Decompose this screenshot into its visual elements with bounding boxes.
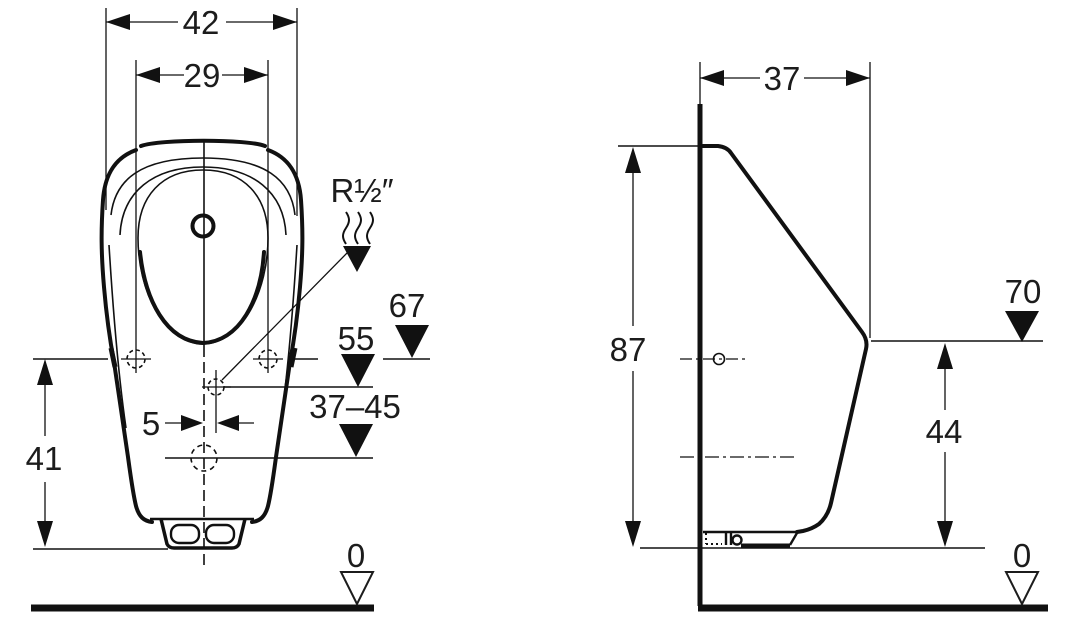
zero-level-icon <box>1004 571 1040 607</box>
level-70-label: 70 <box>1005 273 1042 310</box>
level-67-label: 67 <box>389 287 426 324</box>
dim-87-label: 87 <box>610 331 647 368</box>
fixing-point-left <box>121 349 151 369</box>
dim-inlet-offset: 5 <box>142 405 254 442</box>
level-front-rim: 70 <box>871 273 1043 342</box>
floor-level-front: 0 <box>31 537 375 612</box>
dim-fixing-to-bottom: 41 <box>26 359 168 550</box>
level-0-side-label: 0 <box>1013 537 1031 574</box>
level-37-45-label: 37–45 <box>309 388 401 425</box>
fixing-point-side <box>680 352 745 366</box>
dim-37-label: 37 <box>764 60 801 97</box>
urinal-body-side <box>701 144 869 549</box>
dim-width-overall: 42 <box>106 4 297 41</box>
fixing-point-right <box>253 349 283 369</box>
level-0-front-label: 0 <box>347 537 365 574</box>
dim-height-overall: 87 <box>610 145 698 547</box>
dim-front-to-bottom: 44 <box>926 343 963 547</box>
level-outlet: 37–45 <box>165 388 401 459</box>
dim-5-label: 5 <box>142 405 160 442</box>
urinal-body-front <box>99 138 305 550</box>
inlet-leader-line <box>221 251 349 381</box>
inlet-thread-label: R½″ <box>330 172 393 209</box>
floor-level-side: 0 <box>1004 537 1040 607</box>
spreader-hole <box>190 213 216 239</box>
dim-depth-overall: 37 <box>700 60 870 97</box>
dim-41-label: 41 <box>26 440 63 477</box>
level-water-inlet: 55 <box>224 320 375 388</box>
dim-42-label: 42 <box>183 4 220 41</box>
front-view: 42 29 R½″ 67 <box>26 4 430 612</box>
dim-44-label: 44 <box>926 413 963 450</box>
dim-29-label: 29 <box>184 57 221 94</box>
water-supply-symbol: R½″ <box>221 172 394 381</box>
zero-level-icon <box>339 571 375 607</box>
side-view: 37 87 70 44 0 <box>610 60 1048 612</box>
level-55-label: 55 <box>338 320 375 357</box>
level-fixing-points: 67 <box>33 287 430 360</box>
dim-width-fixing: 29 <box>136 57 268 94</box>
water-flow-icon <box>342 211 374 272</box>
